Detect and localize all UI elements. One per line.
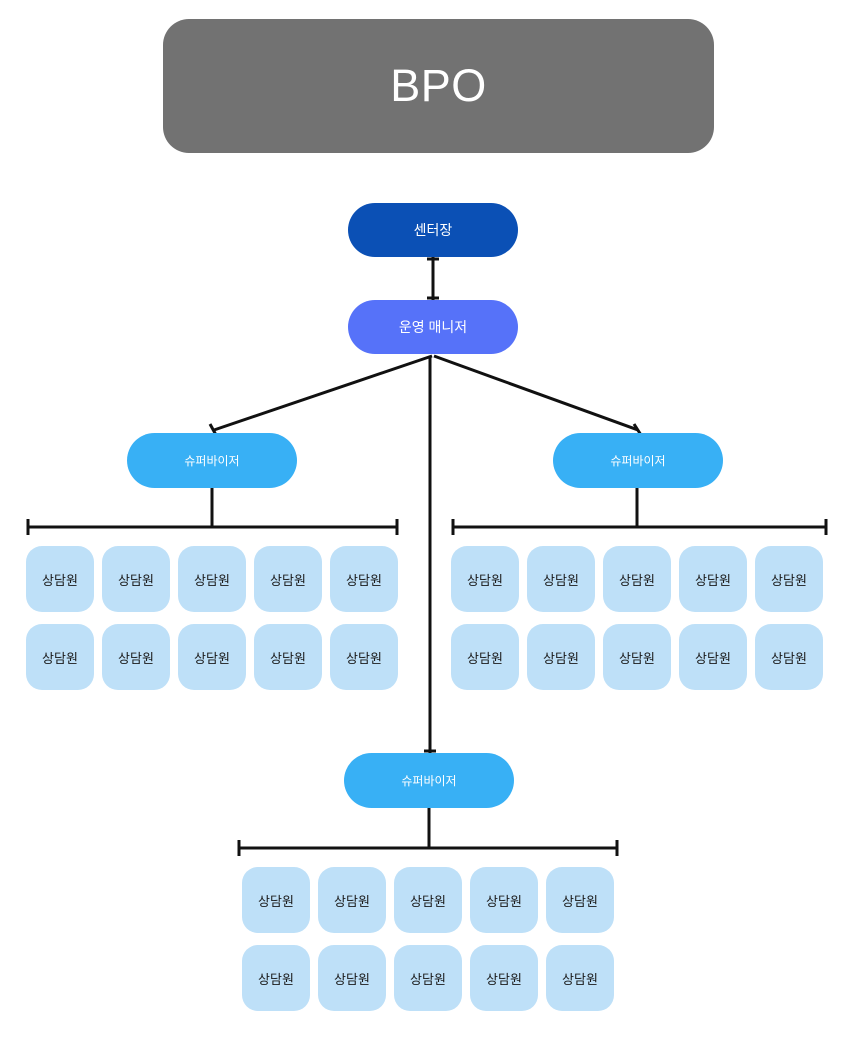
agent-group-bottom: 상담원 상담원 상담원 상담원 상담원 상담원 상담원 상담원 상담원 상담원 — [238, 867, 618, 1011]
agent-label: 상담원 — [194, 572, 230, 588]
node-operations-manager[interactable]: 운영 매니저 — [348, 300, 518, 354]
agent-label: 상담원 — [695, 572, 731, 588]
agent-label: 상담원 — [619, 650, 655, 666]
agent-label: 상담원 — [258, 893, 294, 909]
operations-manager-label: 운영 매니저 — [398, 319, 468, 335]
agent-label: 상담원 — [771, 572, 807, 588]
agent-label: 상담원 — [467, 650, 503, 666]
agent-node[interactable]: 상담원 — [394, 945, 462, 1011]
agent-node[interactable]: 상담원 — [102, 546, 170, 612]
agent-node[interactable]: 상담원 — [546, 945, 614, 1011]
agent-label: 상담원 — [410, 893, 446, 909]
edge-manager-to-supervisor-right — [433, 354, 639, 432]
agent-label: 상담원 — [619, 572, 655, 588]
agent-node[interactable]: 상담원 — [102, 624, 170, 690]
agent-node[interactable]: 상담원 — [242, 945, 310, 1011]
agent-node[interactable]: 상담원 — [178, 624, 246, 690]
agent-node[interactable]: 상담원 — [242, 867, 310, 933]
supervisor-left-label: 슈퍼바이저 — [184, 454, 240, 468]
supervisor-bottom-label: 슈퍼바이저 — [401, 774, 457, 788]
agent-label: 상담원 — [270, 572, 306, 588]
agent-node[interactable]: 상담원 — [178, 546, 246, 612]
agent-label: 상담원 — [270, 650, 306, 666]
agent-label: 상담원 — [486, 893, 522, 909]
agent-group-left: 상담원 상담원 상담원 상담원 상담원 상담원 상담원 상담원 상담원 상담원 — [22, 546, 402, 690]
agent-node[interactable]: 상담원 — [470, 867, 538, 933]
agent-label: 상담원 — [118, 650, 154, 666]
agent-node[interactable]: 상담원 — [26, 624, 94, 690]
agent-node[interactable]: 상담원 — [755, 546, 823, 612]
agent-node[interactable]: 상담원 — [679, 624, 747, 690]
agent-label: 상담원 — [486, 971, 522, 987]
agent-group-right: 상담원 상담원 상담원 상담원 상담원 상담원 상담원 상담원 상담원 상담원 — [447, 546, 827, 690]
node-center-director[interactable]: 센터장 — [348, 203, 518, 257]
agent-node[interactable]: 상담원 — [451, 546, 519, 612]
center-director-label: 센터장 — [413, 222, 453, 238]
agent-label: 상담원 — [562, 893, 598, 909]
node-supervisor-right[interactable]: 슈퍼바이저 — [553, 433, 723, 488]
agent-label: 상담원 — [42, 572, 78, 588]
agent-node[interactable]: 상담원 — [470, 945, 538, 1011]
agent-label: 상담원 — [543, 572, 579, 588]
agent-label: 상담원 — [334, 971, 370, 987]
agent-node[interactable]: 상담원 — [26, 546, 94, 612]
agent-node[interactable]: 상담원 — [318, 867, 386, 933]
agent-node[interactable]: 상담원 — [527, 624, 595, 690]
agent-label: 상담원 — [42, 650, 78, 666]
agent-label: 상담원 — [346, 572, 382, 588]
agent-label: 상담원 — [118, 572, 154, 588]
agent-node[interactable]: 상담원 — [679, 546, 747, 612]
agent-label: 상담원 — [410, 971, 446, 987]
agent-node[interactable]: 상담원 — [546, 867, 614, 933]
agent-label: 상담원 — [334, 893, 370, 909]
node-supervisor-left[interactable]: 슈퍼바이저 — [127, 433, 297, 488]
agent-node[interactable]: 상담원 — [318, 945, 386, 1011]
agent-node[interactable]: 상담원 — [603, 624, 671, 690]
agent-node[interactable]: 상담원 — [527, 546, 595, 612]
agent-node[interactable]: 상담원 — [755, 624, 823, 690]
agent-label: 상담원 — [695, 650, 731, 666]
supervisor-right-label: 슈퍼바이저 — [610, 454, 666, 468]
agent-node[interactable]: 상담원 — [254, 624, 322, 690]
edge-manager-to-supervisor-left — [213, 354, 433, 432]
agent-node[interactable]: 상담원 — [394, 867, 462, 933]
agent-node[interactable]: 상담원 — [330, 624, 398, 690]
agent-node[interactable]: 상담원 — [254, 546, 322, 612]
agent-label: 상담원 — [562, 971, 598, 987]
agent-label: 상담원 — [771, 650, 807, 666]
node-supervisor-bottom[interactable]: 슈퍼바이저 — [344, 753, 514, 808]
agent-label: 상담원 — [258, 971, 294, 987]
agent-label: 상담원 — [467, 572, 503, 588]
agent-label: 상담원 — [543, 650, 579, 666]
agent-label: 상담원 — [346, 650, 382, 666]
agent-node[interactable]: 상담원 — [330, 546, 398, 612]
agent-node[interactable]: 상담원 — [451, 624, 519, 690]
root-node-bpo[interactable]: BPO — [163, 19, 714, 153]
agent-node[interactable]: 상담원 — [603, 546, 671, 612]
root-node-label: BPO — [390, 60, 487, 111]
agent-label: 상담원 — [194, 650, 230, 666]
